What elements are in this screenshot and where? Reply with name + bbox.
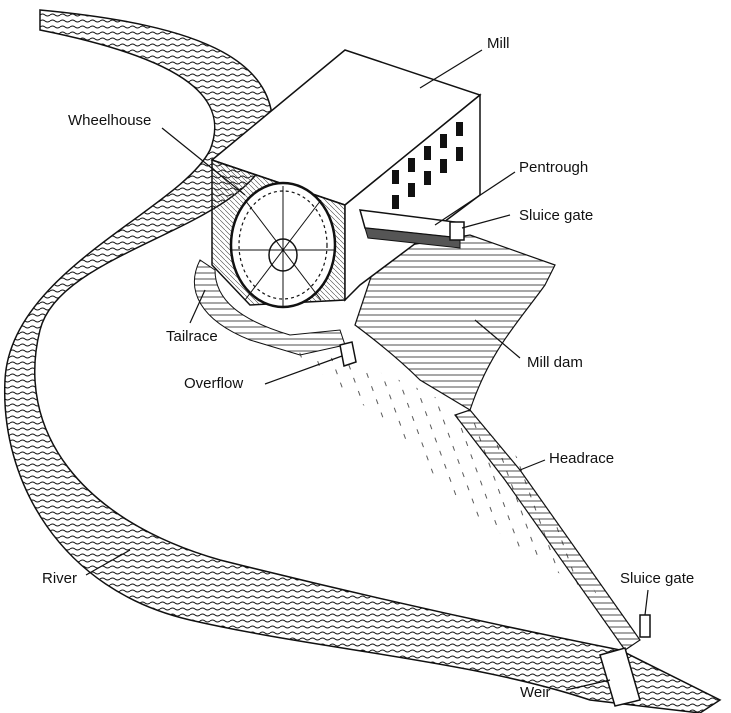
- headrace-channel: [455, 410, 640, 650]
- leader-mill: [420, 50, 482, 88]
- label-wheelhouse: Wheelhouse: [68, 112, 151, 129]
- leader-headrace: [520, 460, 545, 470]
- leader-sluice-top: [462, 215, 510, 228]
- label-mill-dam: Mill dam: [527, 354, 583, 371]
- sluice-gate-top: [450, 222, 464, 240]
- label-weir: Weir: [520, 684, 551, 701]
- label-headrace: Headrace: [549, 450, 614, 467]
- label-sluice-gate-top: Sluice gate: [519, 207, 593, 224]
- label-mill: Mill: [487, 35, 510, 52]
- label-sluice-gate-bottom: Sluice gate: [620, 570, 694, 587]
- leader-sluice-bottom: [645, 590, 648, 615]
- water-wheel: [231, 183, 335, 307]
- label-river: River: [42, 570, 77, 587]
- label-overflow: Overflow: [184, 375, 243, 392]
- label-tailrace: Tailrace: [166, 328, 218, 345]
- sluice-gate-bottom: [640, 615, 650, 637]
- label-pentrough: Pentrough: [519, 159, 588, 176]
